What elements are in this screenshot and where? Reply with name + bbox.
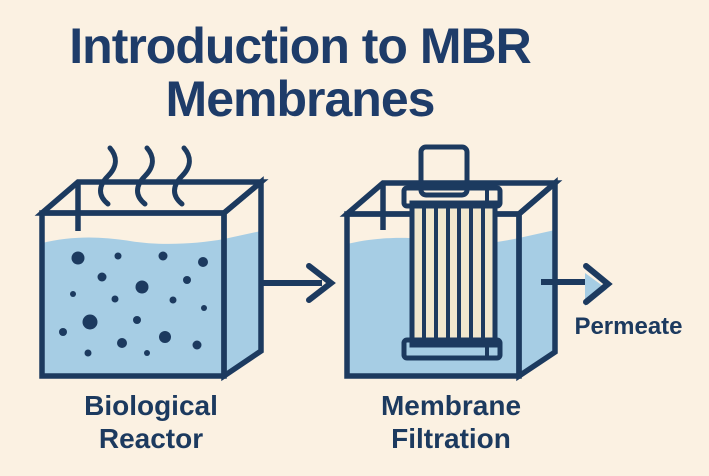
page-title: Introduction to MBR Membranes: [69, 18, 531, 127]
tank-outline: [34, 176, 269, 382]
reactor-water: [42, 237, 224, 376]
module-handle: [418, 144, 470, 198]
permeate-arrow-icon: [541, 263, 613, 306]
fiber-bundle-outline: [409, 200, 498, 348]
filtration-water-side: [519, 230, 555, 376]
module-top-cap: [401, 185, 503, 209]
flow-arrow-icon: [261, 263, 336, 303]
biological-reactor-label: Biological Reactor: [84, 390, 218, 454]
steam-icon: [98, 145, 192, 207]
tank-top-face: [347, 183, 555, 214]
reactor-water-side: [224, 231, 261, 376]
fiber-lines: [422, 205, 485, 343]
membrane-module-icon: [401, 144, 503, 361]
module-bottom-cap: [401, 337, 503, 361]
membrane-filtration-tank: [339, 144, 563, 382]
tank-top-face: [42, 182, 261, 213]
permeate-label: Permeate: [574, 313, 683, 340]
membrane-filtration-label: Membrane Filtration: [380, 390, 522, 454]
biological-reactor-tank: [34, 145, 269, 382]
biomass-dots-icon: [59, 251, 208, 357]
